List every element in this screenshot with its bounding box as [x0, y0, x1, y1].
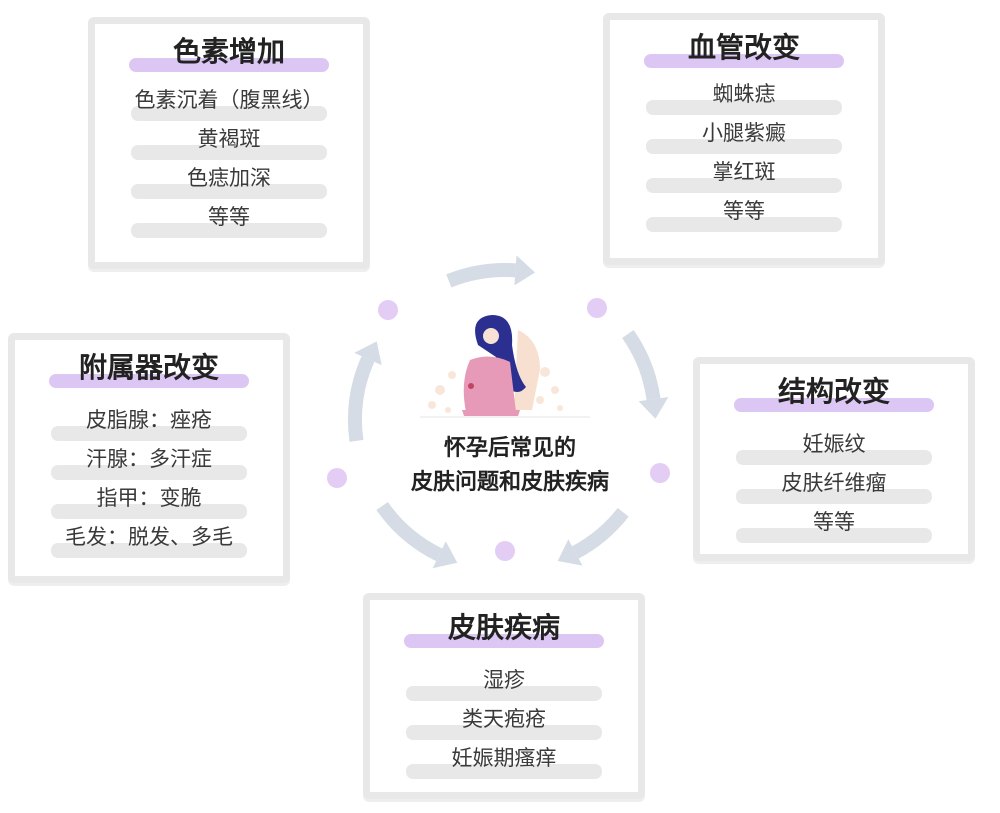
list-item: 小腿紫癜: [610, 117, 878, 156]
cycle-dot: [650, 463, 670, 483]
cycle-arrow: [446, 263, 516, 288]
list-item: 类天疱疮: [370, 703, 638, 742]
list-item: 皮脂腺：痤疮: [15, 404, 283, 443]
cycle-arrow: [348, 356, 375, 442]
box-title: 结构改变: [700, 372, 968, 416]
list-item: 色痣加深: [95, 162, 363, 201]
title-highlight: [644, 54, 844, 68]
arrowhead-icon: [514, 255, 536, 286]
cycle-dot: [378, 300, 398, 320]
category-box-vascular: 血管改变 蜘蛛痣 小腿紫癜 掌红斑 等等: [603, 13, 885, 265]
category-box-skin-diseases: 皮肤疾病 湿疹 类天疱疮 妊娠期瘙痒: [363, 593, 645, 799]
arrowhead-icon: [638, 397, 669, 419]
category-box-structural: 结构改变 妊娠纹 皮肤纤维瘤 等等: [693, 357, 975, 561]
arrowhead-icon: [354, 341, 382, 366]
list-item: 掌红斑: [610, 156, 878, 195]
box-title: 皮肤疾病: [370, 608, 638, 652]
cycle-dot: [587, 298, 607, 318]
list-item: 蜘蛛痣: [610, 78, 878, 117]
category-box-appendages: 附属器改变 皮脂腺：痤疮 汗腺：多汗症 指甲：变脆 毛发：脱发、多毛: [8, 333, 290, 583]
cycle-arrow: [572, 507, 629, 559]
list-item: 汗腺：多汗症: [15, 443, 283, 482]
box-title: 血管改变: [610, 28, 878, 72]
list-item: 皮肤纤维瘤: [700, 467, 968, 506]
list-item: 毛发：脱发、多毛: [15, 521, 283, 560]
cycle-dot: [495, 541, 515, 561]
list-item: 等等: [610, 195, 878, 234]
center-title-line2: 皮肤问题和皮肤疾病: [410, 470, 609, 495]
title-highlight: [734, 398, 934, 412]
list-item: 黄褐斑: [95, 123, 363, 162]
title-highlight: [404, 634, 604, 648]
list-item: 湿疹: [370, 664, 638, 703]
pregnant-woman-illustration: [420, 315, 590, 418]
title-highlight: [129, 58, 329, 72]
cycle-arrow: [622, 329, 661, 401]
cycle-dot: [327, 468, 347, 488]
cycle-arrow: [376, 501, 443, 562]
center-title-line1: 怀孕后常见的: [443, 436, 576, 461]
list-item: 等等: [95, 201, 363, 240]
center-title: 怀孕后常见的 皮肤问题和皮肤疾病: [360, 432, 660, 500]
list-item: 指甲：变脆: [15, 482, 283, 521]
list-item: 等等: [700, 506, 968, 545]
title-highlight: [49, 374, 249, 388]
arrowhead-icon: [557, 539, 583, 566]
list-item: 妊娠期瘙痒: [370, 742, 638, 781]
box-title: 附属器改变: [15, 348, 283, 392]
arrowhead-icon: [432, 541, 458, 569]
category-box-pigmentation: 色素增加 色素沉着（腹黑线） 黄褐斑 色痣加深 等等: [88, 17, 370, 269]
box-title: 色素增加: [95, 32, 363, 76]
list-item: 色素沉着（腹黑线）: [95, 84, 363, 123]
list-item: 妊娠纹: [700, 428, 968, 467]
